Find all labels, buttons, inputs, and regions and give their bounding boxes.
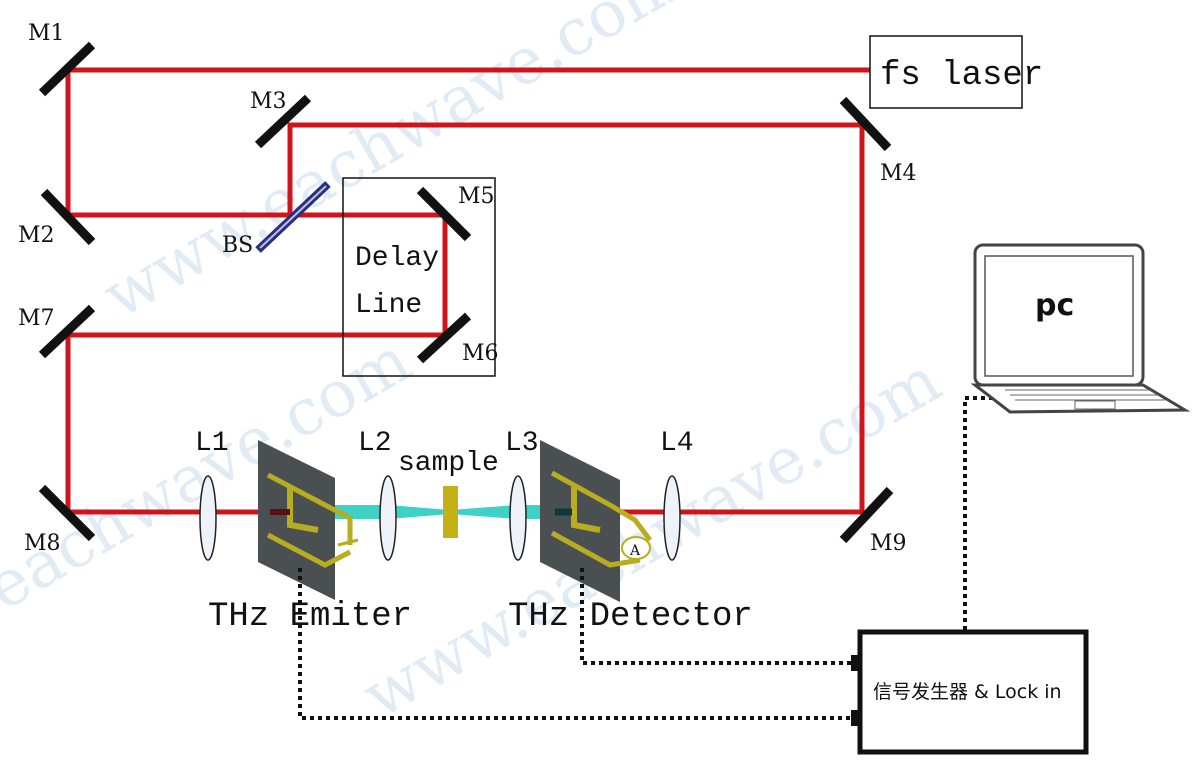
label-l3: L3 xyxy=(505,428,539,459)
label-m3: M3 xyxy=(250,89,287,114)
mirror-m5 xyxy=(416,186,472,242)
label-l4: L4 xyxy=(660,428,694,459)
pc-laptop-icon: pc xyxy=(970,243,1191,414)
thz-emitter xyxy=(258,440,359,600)
label-m4: M4 xyxy=(880,161,917,186)
fs-laser-label: fs laser xyxy=(880,57,1043,95)
label-m8: M8 xyxy=(24,531,61,556)
mirror-m7 xyxy=(38,304,96,359)
lenses: L1 L2 L3 L4 xyxy=(195,428,694,561)
label-m6: M6 xyxy=(462,341,499,366)
label-l1: L1 xyxy=(195,428,229,459)
label-m9: M9 xyxy=(870,531,907,556)
detector-label: THz Detector xyxy=(508,598,753,636)
mirror-labels: M1 M2 M3 M4 M5 M6 M7 M8 M9 BS xyxy=(18,21,917,556)
lens-l3 xyxy=(509,475,527,561)
mirror-m1 xyxy=(38,41,96,97)
watermark: www.eachwave.com www.eachwave.com www.ea… xyxy=(0,0,953,734)
delay-line: Delay Line xyxy=(342,177,496,377)
lens-l4 xyxy=(663,475,681,561)
mirror-m8 xyxy=(38,484,96,542)
ammeter-icon xyxy=(621,536,651,560)
emitter-label: THz Emiter xyxy=(208,598,412,636)
mirror-m2 xyxy=(40,188,96,246)
label-m2: M2 xyxy=(18,223,55,248)
pc-label: pc xyxy=(1035,288,1074,323)
delay-line-label: Line xyxy=(355,290,422,321)
ammeter-label: A xyxy=(629,543,641,559)
mirror-m4 xyxy=(839,96,892,152)
fs-laser: fs laser xyxy=(869,35,1043,109)
thz-detector: A xyxy=(540,440,652,602)
mirror-m3 xyxy=(254,94,312,149)
mirrors xyxy=(38,41,894,544)
sample xyxy=(443,486,458,538)
signal-cables xyxy=(298,396,1012,720)
lens-l2 xyxy=(379,475,397,561)
lockin-amplifier: 信号发生器 & Lock in xyxy=(851,629,1089,755)
mirror-m9 xyxy=(839,486,894,544)
mirror-m6 xyxy=(416,312,472,364)
watermark-text: www.eachwave.com xyxy=(91,0,693,334)
lens-l1 xyxy=(199,475,217,561)
delay-line-label: Delay xyxy=(355,243,439,274)
label-m1: M1 xyxy=(28,21,65,46)
label-m5: M5 xyxy=(458,184,495,209)
label-m7: M7 xyxy=(18,306,55,331)
label-bs: BS xyxy=(222,233,253,258)
lockin-label: 信号发生器 & Lock in xyxy=(873,681,1062,703)
label-l2: L2 xyxy=(358,428,392,459)
sample-label: sample xyxy=(398,448,499,479)
